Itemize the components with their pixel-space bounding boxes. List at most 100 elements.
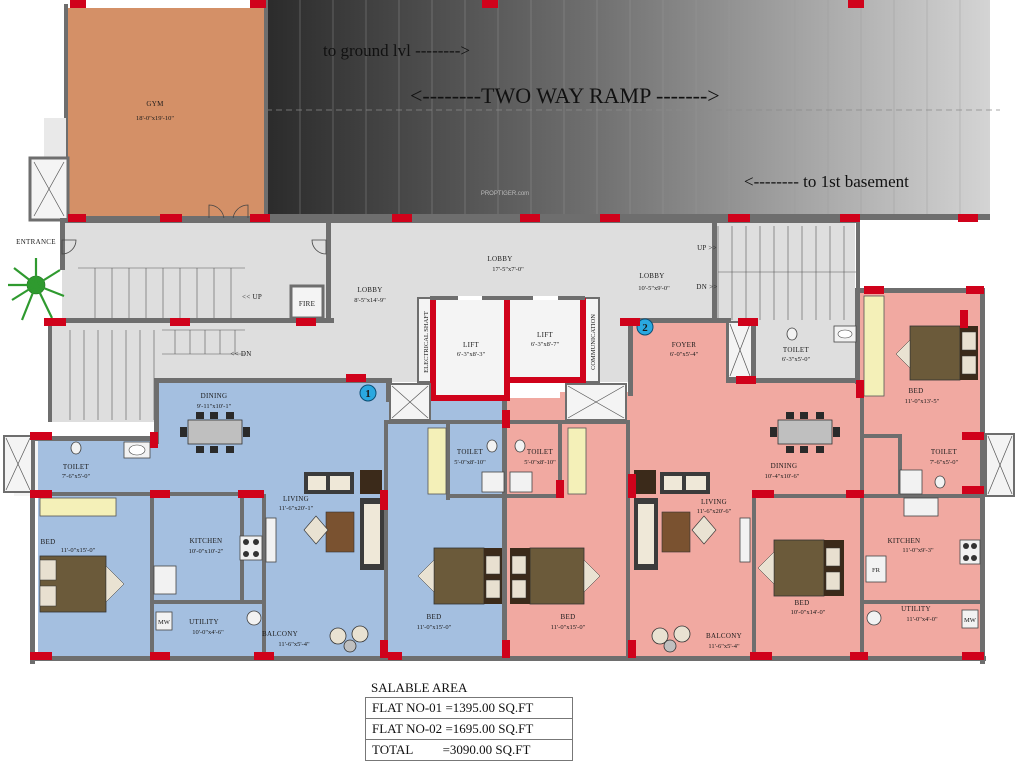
table-row: FLAT NO-01 =1395.00 SQ.FT — [365, 697, 573, 719]
salable-area-title: SALABLE AREA — [371, 680, 468, 695]
gym-dim: 18'-0"x19'-10" — [136, 115, 174, 122]
toilet2c-name: TOILET — [931, 448, 958, 456]
balcony2-name: BALCONY — [706, 632, 742, 640]
utility1-name: UTILITY — [189, 618, 219, 626]
lobby-right-dim: 10'-5"x9'-0" — [638, 285, 670, 292]
stair-up-right: UP >> — [697, 244, 717, 252]
flat-1-badge — [359, 384, 377, 402]
living2-dim: 11'-6"x20'-6" — [697, 508, 732, 515]
living1-name: LIVING — [283, 495, 309, 503]
lobby-left-name: LOBBY — [357, 286, 382, 294]
flat-2-area-cell: FLAT NO-02 =1695.00 SQ.FT — [365, 718, 573, 740]
lobby-left-dim: 8'-5"x14'-9" — [354, 297, 386, 304]
bed2b-dim: 11'-0"x13'-5" — [905, 398, 940, 405]
mw-label-2: MW — [964, 617, 977, 624]
bed1b-name: BED — [427, 613, 442, 621]
toilet1a-dim: 7'-6"x5'-0" — [62, 473, 91, 480]
flat-1-area: =1395.00 SQ.FT — [445, 700, 534, 715]
fire-box — [289, 284, 325, 320]
fr-label: FR — [872, 567, 881, 574]
bed-2c — [757, 539, 844, 597]
ramp — [262, 0, 1000, 222]
flat-2-badge-number: 2 — [642, 322, 648, 334]
living2-name: LIVING — [701, 498, 727, 506]
total-area: =3090.00 SQ.FT — [442, 742, 531, 757]
gym-name: GYM — [146, 100, 164, 108]
bed1b-dim: 11'-0"x15'-0" — [417, 624, 452, 631]
lift1-dim: 6'-3"x8'-3" — [457, 351, 486, 358]
balcony1-name: BALCONY — [262, 630, 298, 638]
right-stair — [717, 226, 856, 320]
flat-2-label: FLAT NO-02 — [372, 721, 443, 736]
flat-1-badge-number: 1 — [365, 388, 371, 400]
utility1-dim: 10'-0"x4'-6" — [192, 629, 224, 636]
toilet2c-dim: 7'-6"x5'-0" — [930, 459, 959, 466]
kitchen1-name: KITCHEN — [190, 537, 223, 545]
utility2-name: UTILITY — [901, 605, 931, 613]
toilet-2b-fixtures — [786, 325, 857, 343]
toilet2a-name: TOILET — [527, 448, 554, 456]
table-row: TOTAL =3090.00 SQ.FT — [365, 739, 573, 761]
lift-core — [417, 296, 600, 401]
flat-1-area-cell: FLAT NO-01 =1395.00 SQ.FT — [365, 697, 573, 719]
kitchen1-dim: 10'-0"x10'-2" — [189, 548, 224, 555]
bed-1b — [417, 547, 502, 605]
stair-dn-right: DN >> — [696, 283, 717, 291]
entrance-label: ENTRANCE — [16, 238, 56, 246]
sink-1 — [70, 441, 151, 459]
lobby-center-dim: 17'-5"x7'-0" — [492, 266, 524, 273]
plant-icon — [8, 258, 65, 321]
mw-label-1: MW — [158, 619, 171, 626]
toilet-1b-fixtures — [427, 427, 505, 495]
toilet1b-dim: 5'-0"x8'-10" — [454, 459, 486, 466]
watermark: PROPTIGER.com — [481, 191, 529, 197]
ramp-to-basement-label: <-------- to 1st basement — [744, 172, 909, 191]
flat-walls — [30, 288, 986, 664]
two-way-ramp-label: <--------TWO WAY RAMP -------> — [410, 83, 720, 108]
toilet-2c-fixtures — [899, 469, 946, 495]
wardrobe-1a — [39, 497, 117, 517]
lobby-right-name: LOBBY — [639, 272, 664, 280]
toilet1a-name: TOILET — [63, 463, 90, 471]
toilet2b-name: TOILET — [783, 346, 810, 354]
kitchen-2-fixtures — [865, 497, 981, 629]
balcony-1-chairs — [246, 610, 369, 653]
dining2-dim: 10'-4"x10'-6" — [765, 473, 800, 480]
electrical-shaft-label: ELECTRICAL SHAFT — [423, 311, 430, 373]
bed2c-name: BED — [795, 599, 810, 607]
bed-1a — [39, 555, 125, 613]
balcony-2-chairs — [651, 625, 691, 653]
flat-2-area: =1695.00 SQ.FT — [445, 721, 534, 736]
dining-table-1 — [180, 412, 250, 453]
foyer2-dim: 6'-0"x5'-4" — [670, 351, 699, 358]
bed2a-name: BED — [561, 613, 576, 621]
dining1-name: DINING — [201, 392, 228, 400]
toilet-2a-fixtures — [509, 427, 587, 495]
toilet1b-name: TOILET — [457, 448, 484, 456]
lift2-dim: 6'-3"x8'-7" — [531, 341, 560, 348]
columns — [30, 0, 984, 660]
kitchen2-name: KITCHEN — [888, 537, 921, 545]
stair-up-left: << UP — [242, 293, 262, 301]
flat-1-label: FLAT NO-01 — [372, 700, 443, 715]
flat-2-badge — [636, 318, 654, 336]
bed-2a — [510, 547, 601, 605]
dining2-name: DINING — [771, 462, 798, 470]
communication-label: COMMUNICATION — [590, 314, 597, 370]
bed-2b — [863, 295, 978, 397]
bed1a-name: BED — [41, 538, 56, 546]
foyer2-name: FOYER — [672, 341, 696, 349]
stair-dn-left: << DN — [230, 350, 251, 358]
living-2-sofa — [634, 470, 751, 570]
total-area-cell: TOTAL =3090.00 SQ.FT — [365, 739, 573, 761]
ramp-to-ground-label: to ground lvl --------> — [323, 41, 470, 60]
gym-room — [64, 4, 264, 221]
lobby-center-name: LOBBY — [487, 255, 512, 263]
total-label: TOTAL — [372, 742, 414, 757]
dining1-dim: 9'-11"x10'-1" — [197, 403, 232, 410]
balcony2-dim: 11'-6"x5'-4" — [708, 643, 740, 650]
utility2-dim: 11'-0"x4'-0" — [906, 616, 938, 623]
table-row: FLAT NO-02 =1695.00 SQ.FT — [365, 718, 573, 740]
bed2c-dim: 10'-0"x14'-0" — [791, 609, 826, 616]
